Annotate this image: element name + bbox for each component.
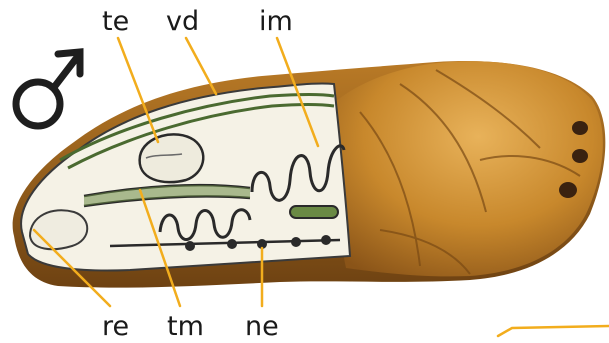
label-im: im: [259, 8, 293, 35]
label-tm: tm: [167, 313, 204, 340]
label-te: te: [102, 8, 129, 35]
leader-corner-stub: [498, 326, 609, 336]
male-symbol-icon: [16, 52, 80, 126]
leader-vd: [186, 38, 216, 94]
pupa-head-shell: [326, 61, 603, 276]
label-ne: ne: [245, 313, 279, 340]
testis-organ: [140, 134, 204, 182]
label-vd: vd: [166, 8, 199, 35]
label-re: re: [102, 313, 129, 340]
hindgut-loop: [290, 206, 338, 218]
